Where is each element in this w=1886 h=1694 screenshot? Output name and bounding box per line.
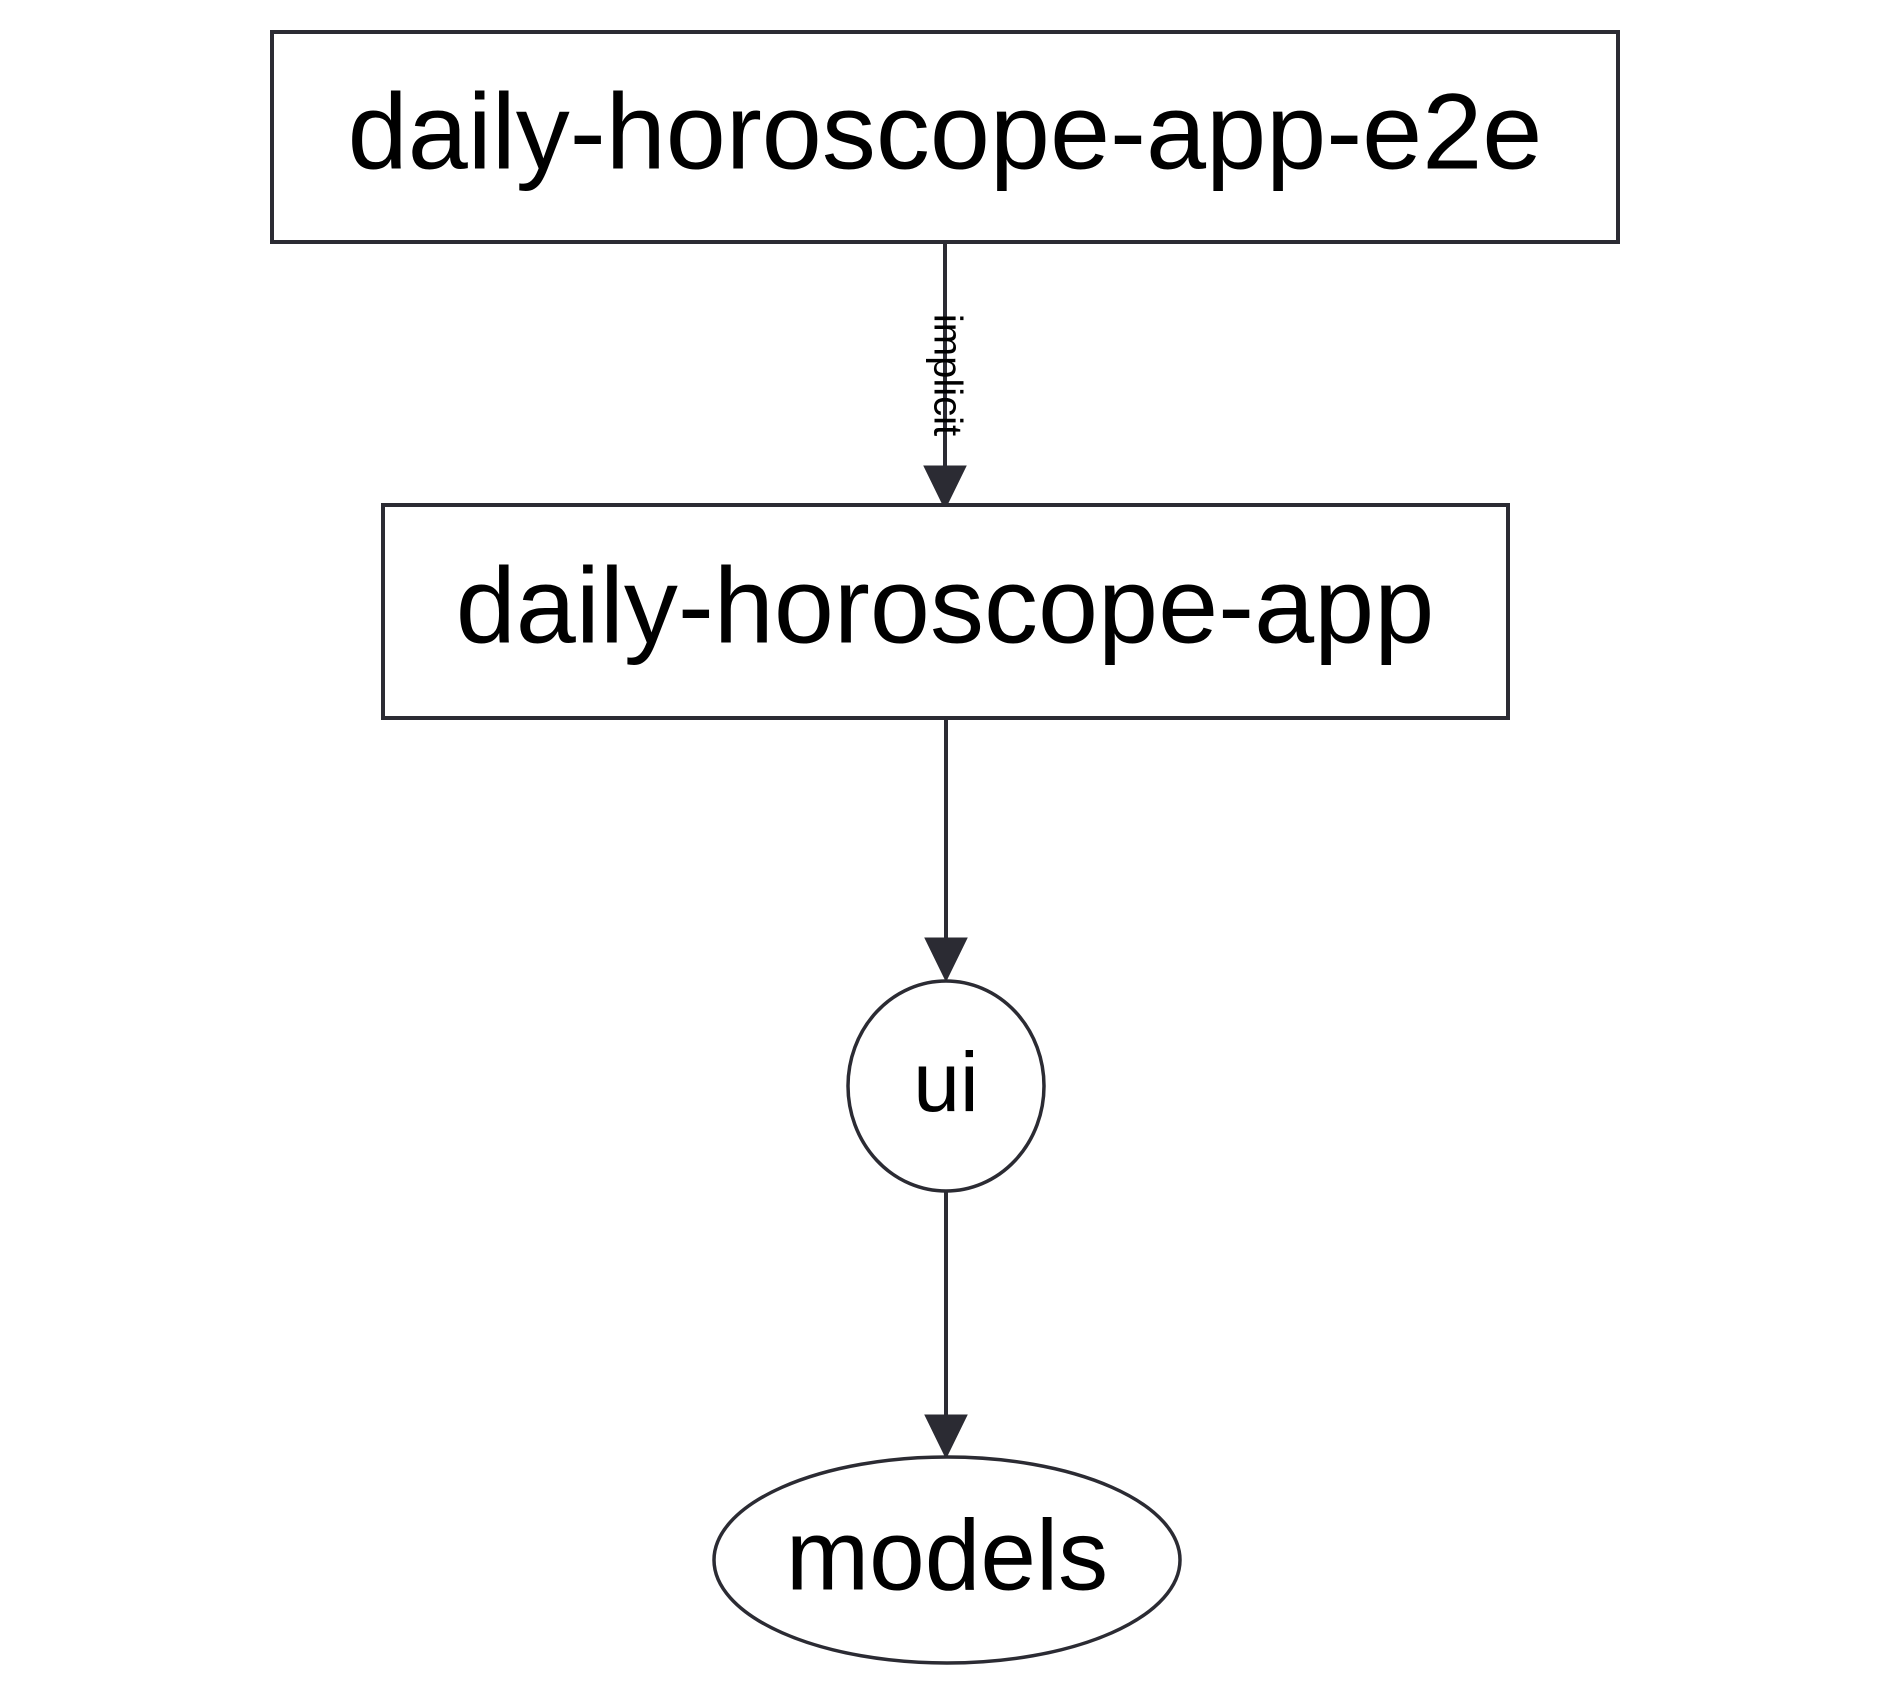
node-ui[interactable]: ui bbox=[846, 979, 1046, 1193]
edge-ui-to-models[interactable] bbox=[924, 1191, 968, 1460]
node-daily-horoscope-app[interactable]: daily-horoscope-app bbox=[381, 503, 1510, 720]
node-models[interactable]: models bbox=[712, 1455, 1182, 1665]
edge-label-implicit: implicit bbox=[925, 314, 969, 436]
edge-app-to-ui[interactable] bbox=[924, 718, 968, 983]
node-rect-daily-horoscope-app-e2e bbox=[270, 30, 1620, 244]
node-ellipse-models bbox=[712, 1455, 1182, 1665]
node-daily-horoscope-app-e2e[interactable]: daily-horoscope-app-e2e bbox=[270, 30, 1620, 244]
node-rect-daily-horoscope-app bbox=[381, 503, 1510, 720]
node-label-models: models bbox=[786, 1499, 1108, 1611]
node-label-ui: ui bbox=[913, 1035, 978, 1129]
node-label-daily-horoscope-app-e2e: daily-horoscope-app-e2e bbox=[348, 71, 1543, 192]
node-label-daily-horoscope-app: daily-horoscope-app bbox=[456, 545, 1435, 666]
node-ellipse-ui bbox=[846, 979, 1046, 1193]
edge-e2e-to-app[interactable]: implicit bbox=[923, 242, 969, 511]
arrowhead-app-to-ui bbox=[924, 937, 968, 983]
arrowhead-ui-to-models bbox=[924, 1414, 968, 1460]
arrowhead-e2e-to-app bbox=[923, 465, 967, 511]
